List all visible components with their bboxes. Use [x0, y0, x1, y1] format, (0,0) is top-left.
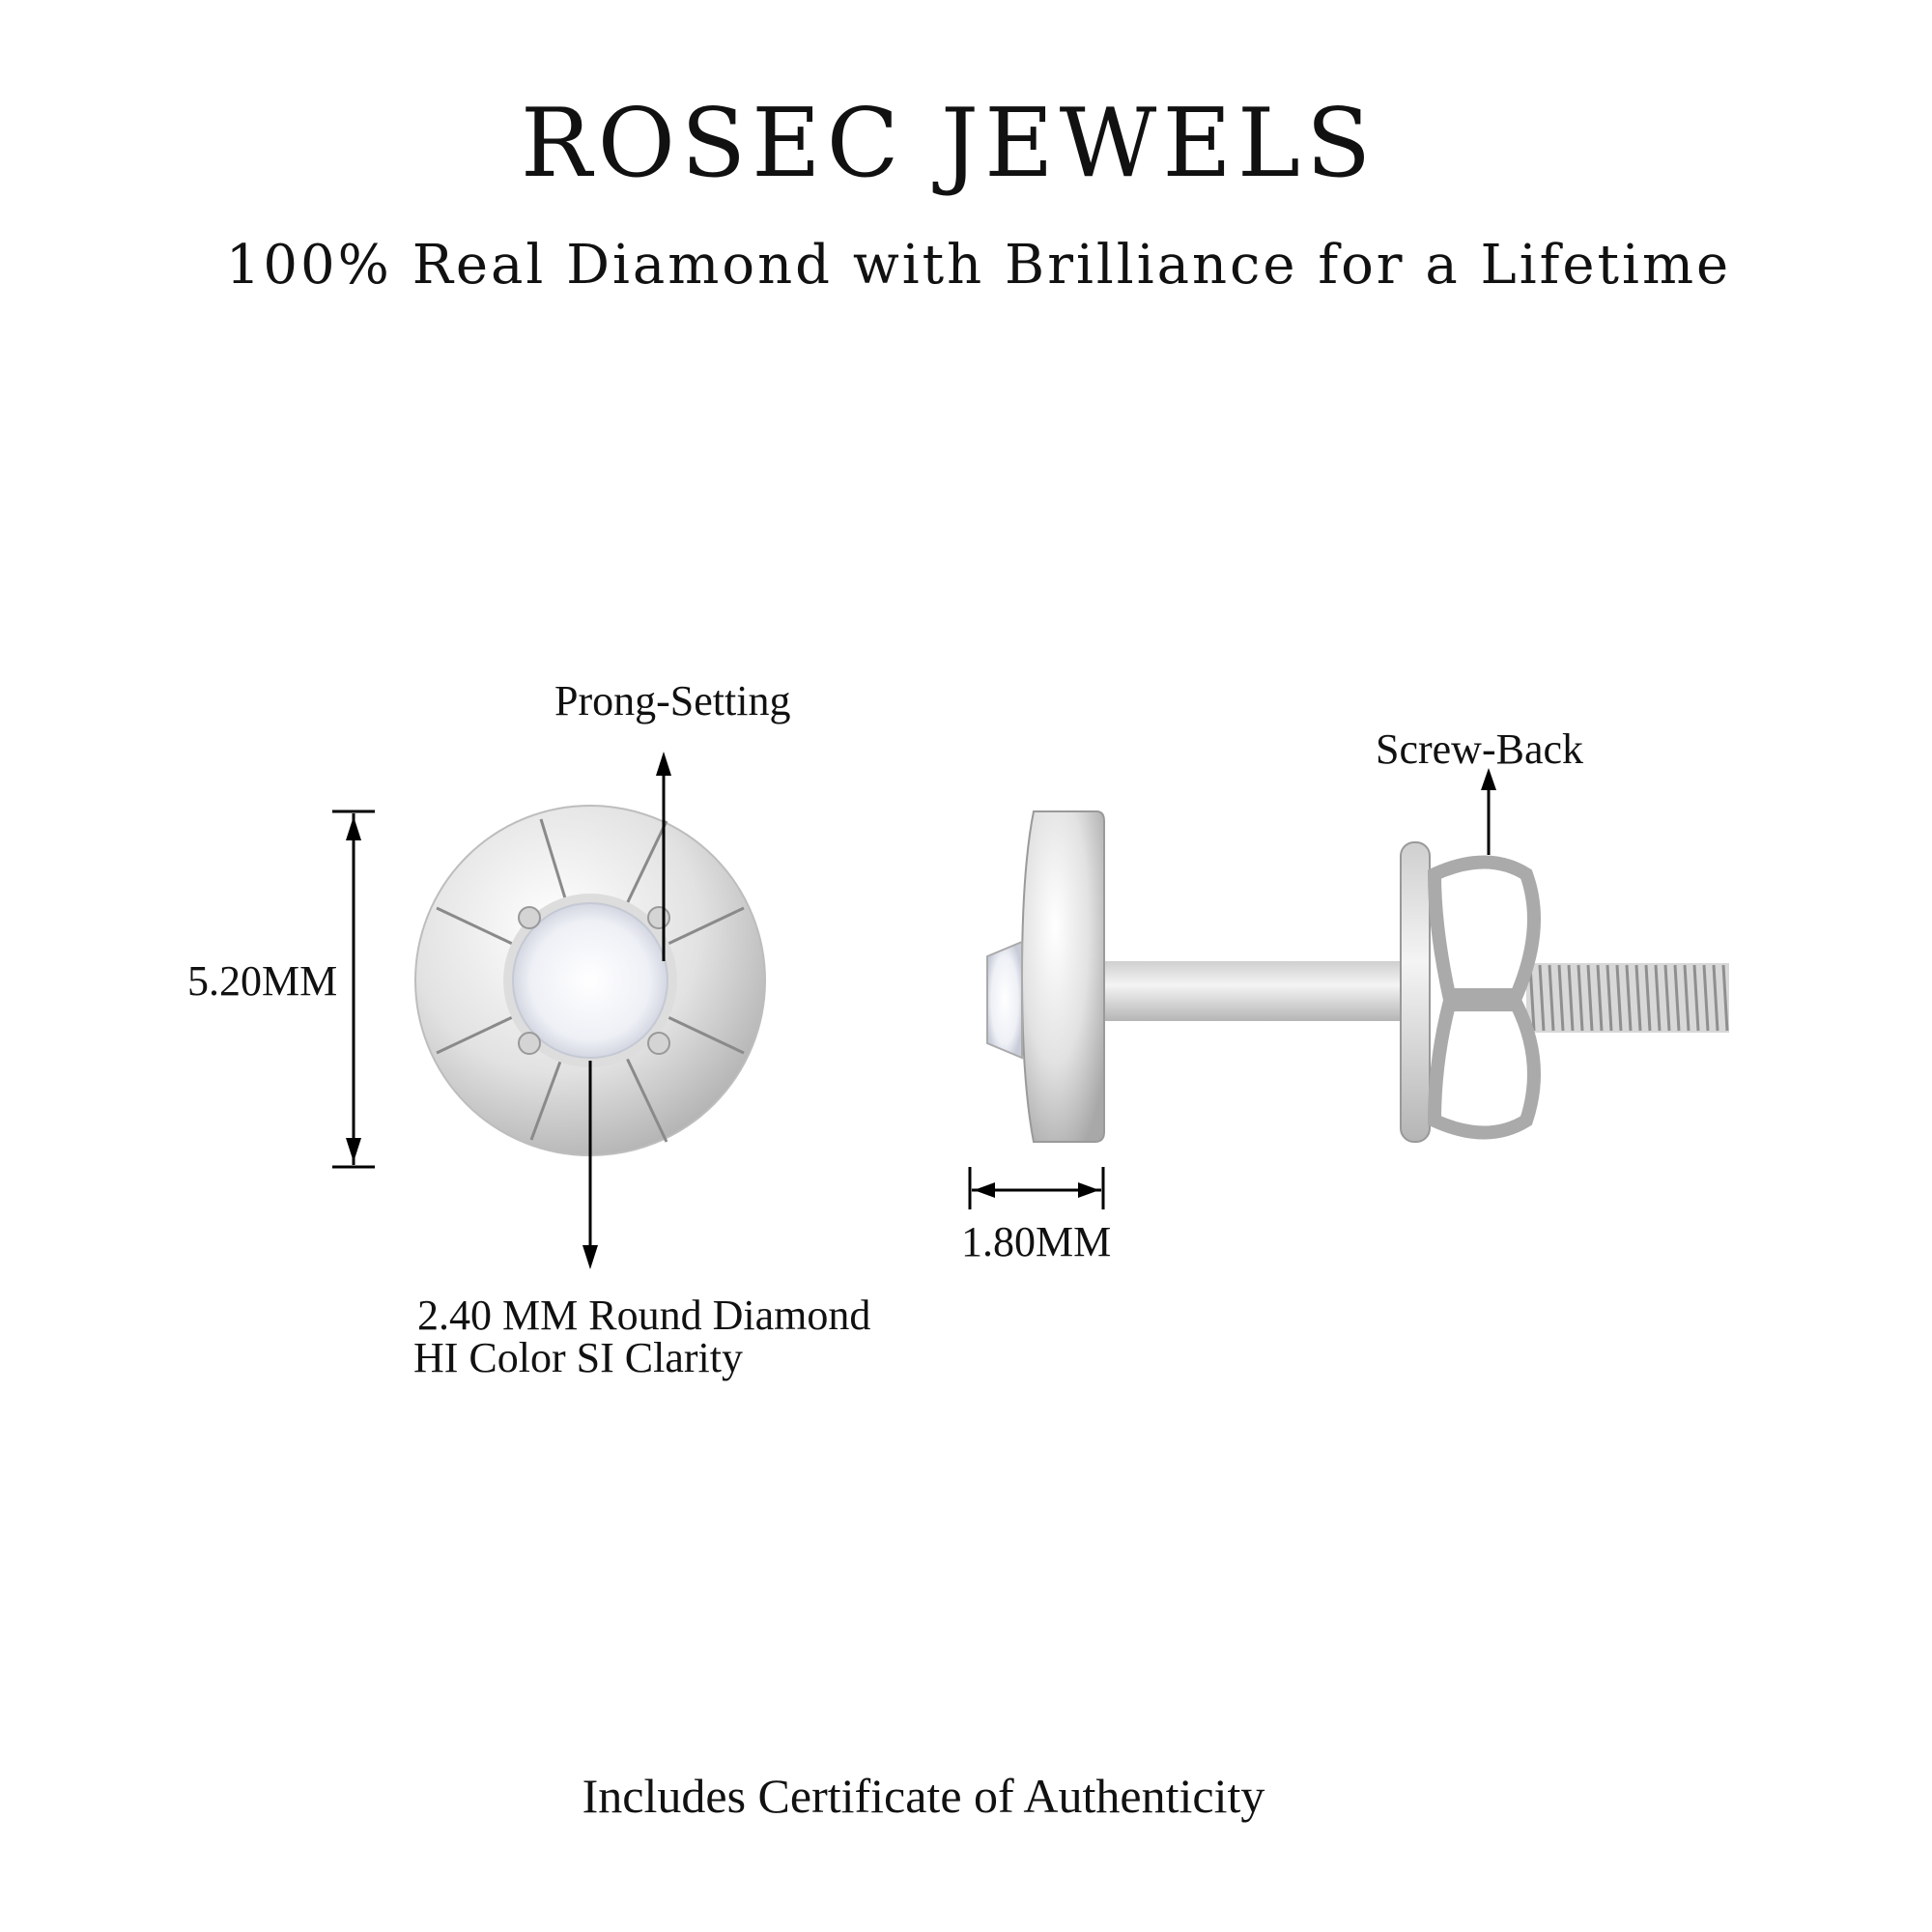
certificate-note: Includes Certificate of Authenticity — [582, 1769, 1265, 1823]
thread-groove — [1634, 964, 1642, 1032]
thread-groove — [1548, 964, 1555, 1032]
screw-back — [1400, 841, 1431, 1143]
prong-setting-label: Prong-Setting — [554, 677, 791, 724]
height-label: 5.20MM — [187, 957, 338, 1005]
thread-groove — [1596, 964, 1604, 1032]
thread-groove — [1615, 964, 1623, 1032]
brand-title: ROSEC JEWELS — [520, 89, 1378, 199]
side-view-earring — [986, 810, 1729, 1143]
thread-groove — [1605, 964, 1613, 1032]
thread-groove — [1721, 964, 1729, 1032]
thread-groove — [1538, 964, 1546, 1032]
thread-groove — [1654, 964, 1662, 1032]
thread-groove — [1673, 964, 1681, 1032]
thread-groove — [1567, 964, 1575, 1032]
thread-groove — [1663, 964, 1671, 1032]
thread-groove — [1625, 964, 1633, 1032]
post — [1104, 961, 1404, 1021]
thread-groove — [1702, 964, 1710, 1032]
stone-quality-label: HI Color SI Clarity — [413, 1334, 743, 1381]
tagline: 100% Real Diamond with Brilliance for a … — [225, 234, 1732, 297]
thread-groove — [1577, 964, 1584, 1032]
front-view-earring — [414, 805, 766, 1156]
thread-groove — [1683, 964, 1690, 1032]
thread-groove — [1712, 964, 1719, 1032]
thread-groove — [1644, 964, 1652, 1032]
screw-back-label: Screw-Back — [1376, 725, 1584, 773]
stone-size-label: 2.40 MM Round Diamond — [417, 1292, 871, 1339]
depth-label: 1.80MM — [961, 1218, 1112, 1265]
screw-thread — [1526, 963, 1729, 1033]
thread-groove — [1692, 964, 1700, 1032]
thread-groove — [1586, 964, 1594, 1032]
thread-groove — [1557, 964, 1565, 1032]
diamond — [512, 902, 668, 1059]
